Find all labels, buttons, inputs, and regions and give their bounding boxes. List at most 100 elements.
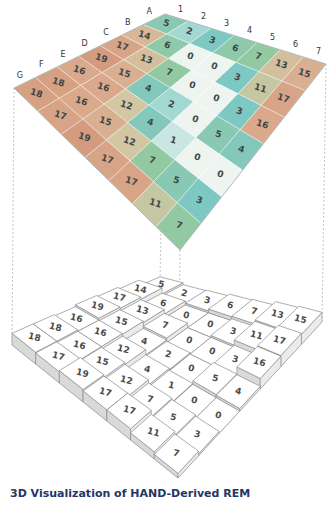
cell-value: 19	[77, 132, 92, 144]
block-value: 15	[293, 314, 307, 326]
block-value: 7	[146, 394, 154, 404]
block-value: 17	[98, 387, 112, 399]
block-value: 7	[161, 320, 169, 330]
axis-label: D	[81, 40, 87, 48]
block-top	[237, 347, 281, 379]
block-value: 13	[135, 305, 149, 317]
block-value: 6	[226, 300, 234, 310]
cell-value: 16	[72, 64, 87, 76]
cell-value: 13	[274, 59, 289, 71]
block-value: 4	[140, 336, 148, 346]
block-value: 7	[250, 306, 258, 316]
cell-value: 18	[29, 88, 44, 100]
axis-label: G	[17, 72, 23, 80]
cell-value: 3	[232, 72, 241, 82]
block-value: 11	[146, 427, 160, 439]
block-value: 0	[213, 410, 221, 420]
cell-value: 17	[276, 92, 291, 104]
cell-value: 17	[100, 154, 115, 166]
color-grid	[14, 14, 326, 250]
cell-value: 3	[207, 35, 216, 45]
cell-value: 16	[96, 82, 111, 94]
block-value: 16	[93, 327, 107, 339]
block-value: 4	[143, 364, 151, 374]
block-value: 15	[114, 316, 128, 328]
cell-value: 3	[235, 106, 244, 116]
axis-label: 6	[293, 41, 298, 49]
block-value: 12	[119, 374, 133, 386]
block-value: 3	[193, 429, 201, 439]
block-value: 0	[190, 396, 198, 406]
block-value: 17	[272, 334, 286, 346]
axis-label: B	[125, 19, 131, 27]
cell-value: 0	[216, 170, 225, 180]
block-value: 0	[206, 320, 214, 330]
cell-value: 5	[214, 129, 223, 139]
ground-plane	[12, 280, 322, 478]
cell-value: 0	[209, 62, 218, 72]
cell-value: 6	[163, 40, 172, 50]
cell-value: 4	[237, 144, 246, 154]
projection-line	[12, 88, 14, 345]
block-value: 5	[211, 373, 219, 383]
block-value: 4	[234, 386, 242, 396]
cell-value: 7	[254, 51, 263, 61]
block-value: 3	[231, 355, 239, 365]
block-value: 0	[182, 311, 190, 321]
cell-value: 0	[186, 51, 195, 61]
axis-label: E	[60, 51, 65, 59]
cell-value: 15	[297, 67, 312, 79]
block-top	[154, 434, 198, 473]
cell-value: 7	[165, 67, 174, 77]
block-value: 6	[159, 298, 167, 308]
block-value: 3	[203, 295, 211, 305]
block-value: 3	[229, 326, 237, 336]
cell-value: 13	[139, 54, 154, 66]
projection-line	[322, 64, 326, 322]
block-value: 0	[208, 346, 216, 356]
grid-cell	[156, 203, 201, 250]
block-value: 16	[72, 339, 86, 351]
cell-value: 16	[74, 96, 89, 108]
cell-value: 2	[184, 26, 193, 36]
block-value: 7	[172, 448, 180, 458]
block-value: 11	[249, 329, 263, 341]
axis-label: 3	[224, 20, 229, 28]
projection-lines	[12, 14, 326, 478]
cell-value: 17	[53, 110, 68, 122]
cell-value: 6	[231, 43, 240, 53]
cell-value: 4	[146, 117, 155, 127]
cell-value: 12	[119, 99, 134, 111]
cell-value: 0	[190, 114, 199, 124]
axis-label: 7	[316, 48, 321, 56]
axis-label: C	[103, 29, 109, 37]
block-value: 2	[164, 350, 172, 360]
cell-value: 1	[169, 135, 178, 145]
cell-value: 14	[137, 29, 152, 41]
figure-caption: 3D Visualization of HAND-Derived REM	[10, 487, 250, 500]
block-value: 5	[169, 412, 177, 422]
axis-label: 5	[270, 34, 275, 42]
block-value: 19	[75, 367, 89, 379]
axis-label: A	[147, 8, 152, 16]
block-value: 14	[133, 283, 147, 295]
block-value: 16	[69, 313, 83, 325]
block-value: 1	[166, 381, 174, 391]
cell-value: 7	[148, 156, 157, 166]
block-value: 0	[187, 364, 195, 374]
cell-value: 0	[211, 93, 220, 103]
cell-value: 18	[51, 76, 66, 88]
block-value: 12	[116, 344, 130, 356]
block-value: 17	[112, 292, 126, 304]
cell-value: 15	[117, 68, 132, 80]
cell-value: 2	[167, 99, 176, 109]
block-value: 18	[48, 322, 62, 334]
block-value: 17	[122, 405, 136, 417]
block-value: 19	[90, 300, 104, 312]
block-grid	[12, 277, 322, 478]
cell-value: 5	[172, 175, 181, 185]
axis-label: 2	[201, 13, 206, 21]
cell-value: 17	[124, 176, 139, 188]
axis-label: 1	[178, 6, 183, 14]
block-value: 16	[252, 356, 266, 368]
